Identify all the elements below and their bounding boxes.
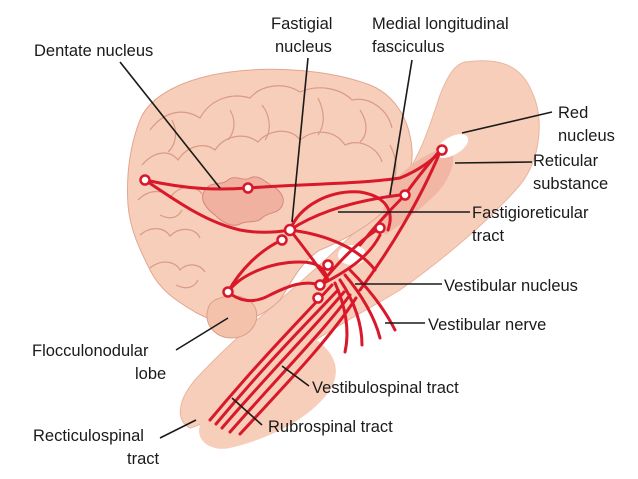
label-mlf-2: fasciculus <box>372 38 444 56</box>
label-vestibular-nucleus: Vestibular nucleus <box>444 277 578 295</box>
label-mlf-1: Medial longitudinal <box>372 15 509 33</box>
cell-fastigial-2 <box>276 234 288 246</box>
label-flocculonodular-1: Flocculonodular <box>32 342 149 360</box>
leader-lines <box>119 57 553 439</box>
label-red-nucleus-1: Red <box>558 104 588 122</box>
cell-red-nucleus <box>436 144 448 156</box>
cell-fastigial-1 <box>283 223 297 237</box>
cerebellar-folia <box>137 85 397 289</box>
label-dentate-nucleus: Dentate nucleus <box>34 42 153 60</box>
cell-flocculo <box>222 286 234 298</box>
cell-dentate <box>242 182 254 194</box>
cell-vestibular-1 <box>322 259 334 271</box>
cell-bodies <box>139 144 448 304</box>
flocculonodular-lobe <box>206 295 258 339</box>
cell-reticular-1 <box>374 222 386 234</box>
label-recticulospinal-1: Recticulospinal <box>33 427 144 445</box>
label-fastigial-1: Fastigial <box>271 15 332 33</box>
label-vestibular-nerve: Vestibular nerve <box>428 316 546 334</box>
cell-vestibular-3 <box>312 292 324 304</box>
label-fastigial-2: nucleus <box>275 38 332 56</box>
label-flocculonodular-2: lobe <box>135 365 166 383</box>
label-fastigioreticular-1: Fastigioreticular <box>472 204 589 222</box>
cell-reticular-2 <box>399 189 411 201</box>
label-red-nucleus-2: nucleus <box>558 127 615 145</box>
label-reticular-2: substance <box>533 175 608 193</box>
label-fastigioreticular-2: tract <box>472 227 505 245</box>
cell-vestibular-2 <box>314 279 326 291</box>
label-vestibulospinal: Vestibulospinal tract <box>312 379 459 397</box>
label-reticular-1: Reticular <box>533 152 599 170</box>
label-rubrospinal: Rubrospinal tract <box>268 418 393 436</box>
cell-dentate-left <box>139 174 151 186</box>
label-recticulospinal-2: tract <box>127 450 160 468</box>
